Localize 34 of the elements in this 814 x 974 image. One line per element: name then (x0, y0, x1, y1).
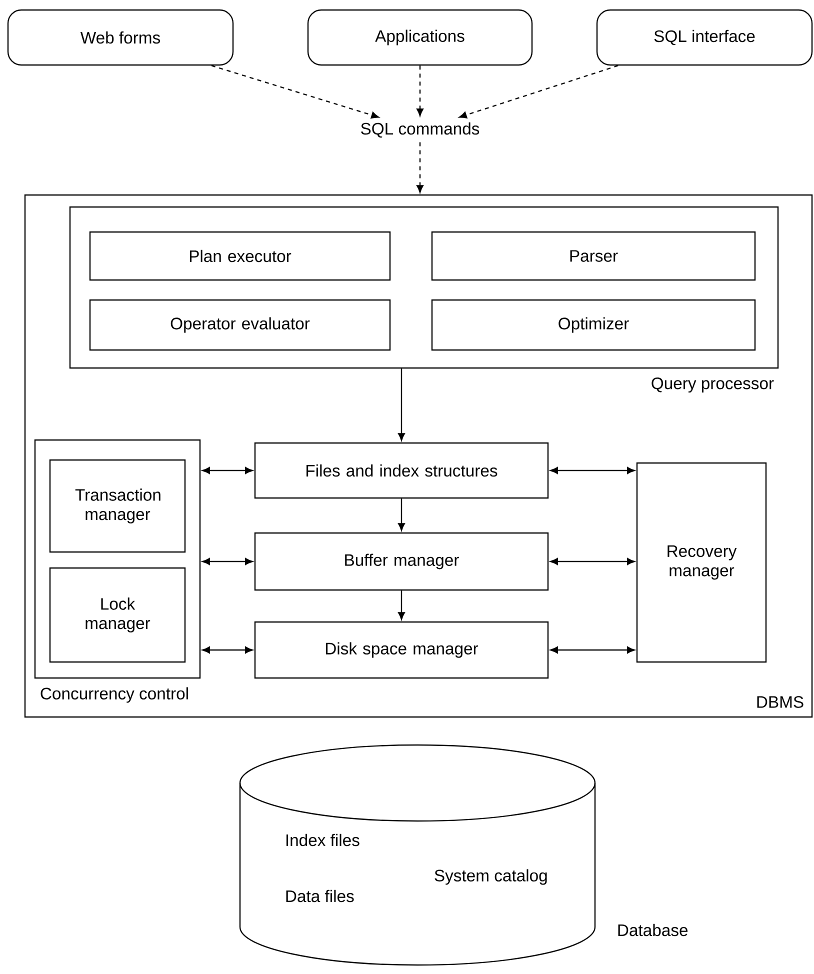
component-box: Files and index structures (254, 442, 549, 499)
arrow (459, 65, 618, 118)
node-label: System catalog (434, 869, 547, 885)
arrow (202, 558, 253, 565)
component-box: Disk space manager (254, 621, 549, 679)
arrow (202, 646, 253, 654)
node-label: Data files (286, 890, 354, 902)
component-box: Recovery manager (636, 462, 767, 663)
arrow (202, 467, 253, 474)
component-box: Optimizer (431, 299, 756, 351)
arrow (550, 558, 635, 565)
arrow (211, 65, 379, 119)
source-box: SQL interface (596, 9, 813, 66)
arrow (416, 66, 424, 116)
arrow (416, 142, 424, 193)
component-box: Plan executor (89, 231, 391, 281)
arrow (550, 646, 635, 654)
source-box: Web forms (7, 9, 234, 66)
node-label: Query processor (652, 377, 774, 393)
command-label: SQL commands (361, 122, 480, 138)
arrow (398, 590, 405, 620)
arrow (550, 467, 635, 474)
component-box: Buffer manager (254, 532, 549, 591)
component-box: Lock manager (49, 567, 186, 663)
node-label: Concurrency control (40, 687, 188, 703)
source-box: Applications (307, 9, 533, 66)
node-label: Index files (286, 834, 360, 846)
arrow (398, 498, 405, 531)
component-box: Operator evaluator (89, 299, 391, 351)
node-label: Database (618, 924, 688, 936)
arrow (398, 368, 405, 441)
component-box: Transaction manager (49, 459, 186, 553)
component-box: Parser (431, 231, 756, 281)
database-cylinder: Index files System catalog Data files Database (239, 744, 688, 966)
